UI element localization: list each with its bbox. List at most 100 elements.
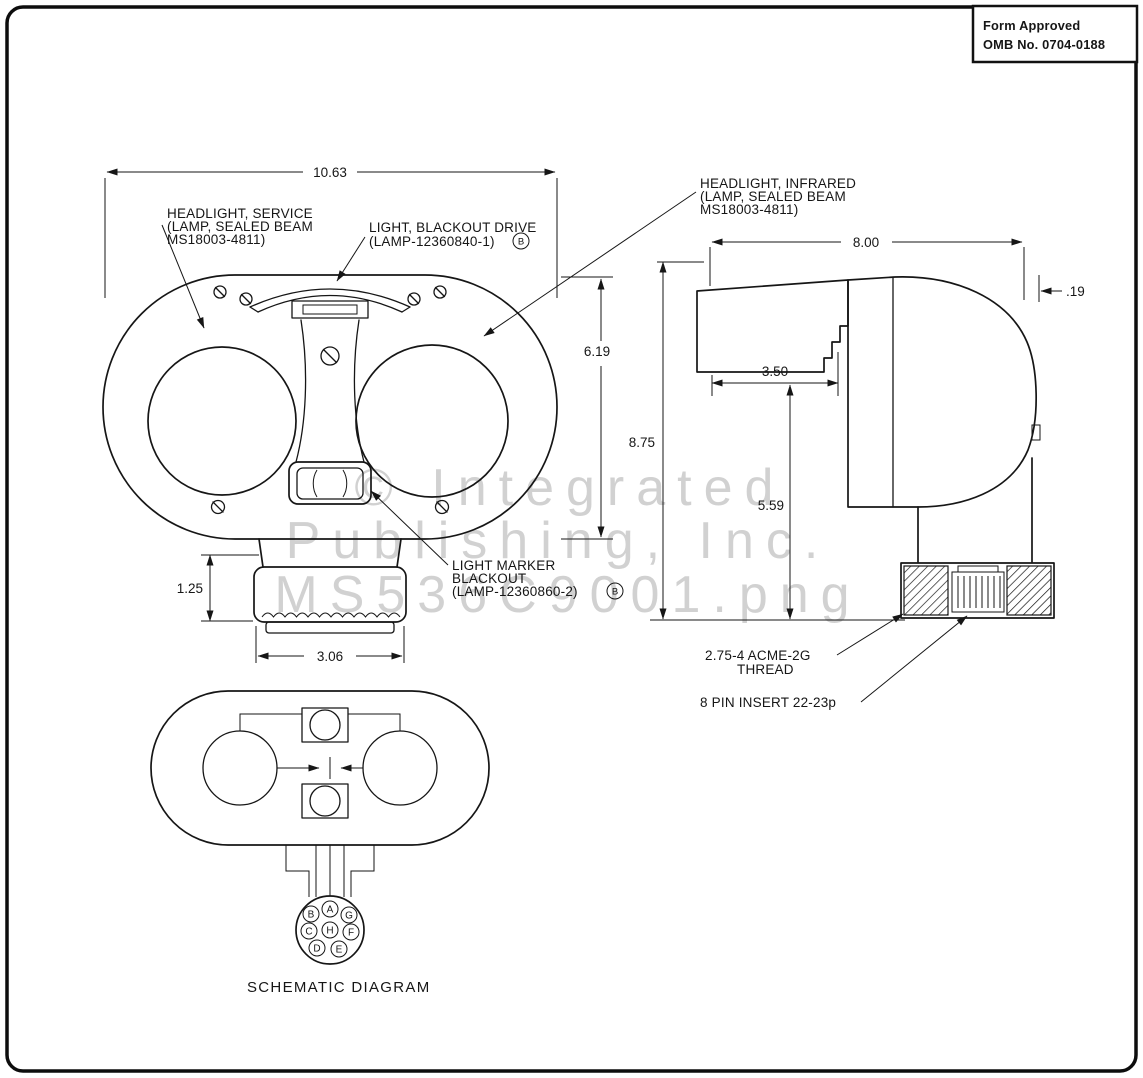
- pin-g-letter: G: [345, 911, 353, 922]
- thread-hatch-right: [1006, 565, 1052, 616]
- mounting-nut: [900, 562, 1055, 619]
- marker-circled-b-letter: B: [612, 587, 618, 598]
- mounting-pad: [253, 538, 407, 634]
- infrared-headlight-label: HEADLIGHT, INFRARED (LAMP, SEALED BEAM M…: [483, 176, 856, 337]
- schematic-body-outline: [150, 690, 490, 846]
- pin-d-letter: D: [313, 944, 320, 955]
- side-hood-outline: [696, 279, 849, 373]
- schematic-connector: A B G C H F D E: [295, 895, 365, 965]
- schematic-wiring: [239, 713, 401, 897]
- infrared-label-line3: MS18003-4811): [700, 202, 798, 217]
- dim-mount-height-value: 1.25: [177, 581, 203, 596]
- blackout-drive-label-line2: (LAMP-12360840-1): [369, 234, 495, 249]
- acme-thread-label: 2.75-4 ACME-2G THREAD: [705, 613, 904, 677]
- blackout-marker-light: [288, 461, 372, 505]
- infrared-leader-line: [483, 191, 697, 337]
- schematic-top-contact: [301, 707, 349, 743]
- pin-b-letter: B: [308, 910, 315, 921]
- infrared-label-line2: (LAMP, SEALED BEAM: [700, 189, 846, 204]
- dimension-hood-depth: 3.50: [711, 352, 839, 396]
- pin-f: [342, 923, 360, 941]
- service-lamp-circle: [147, 346, 297, 496]
- blackout-drive-light: [249, 288, 411, 319]
- dim-side-width-value: 8.00: [853, 235, 879, 250]
- form-approved-line1: Form Approved: [983, 18, 1080, 33]
- pin-insert-label-text: 8 PIN INSERT 22-23p: [700, 695, 836, 710]
- thread-hatch-left: [903, 565, 949, 616]
- pin-a: [321, 900, 339, 918]
- dim-overall-height-value: 6.19: [584, 344, 610, 359]
- front-body-outline: [102, 274, 558, 540]
- schematic-top-lamp: [309, 709, 341, 741]
- schematic-bottom-lamp: [309, 785, 341, 817]
- dim-side-height-value: 8.75: [629, 435, 655, 450]
- pin-insert-leader-line: [860, 615, 968, 703]
- schematic-view: A B G C H F D E SCHEMATIC DIAGRAM: [150, 690, 490, 996]
- form-approved-line2: OMB No. 0704-0188: [983, 37, 1105, 52]
- pin-h-letter: H: [326, 926, 333, 937]
- dimension-overall-width: 10.63: [104, 165, 558, 298]
- dimension-lip-offset: .19: [1038, 275, 1085, 302]
- pin-insert-contacts: [957, 576, 1001, 608]
- marker-label-line1: LIGHT MARKER: [452, 558, 555, 573]
- schematic-left-lamp: [202, 730, 278, 806]
- blackout-drive-leader-line: [336, 236, 366, 282]
- schematic-bottom-contact: [301, 783, 349, 819]
- watermark-line2: Publishing, Inc.: [286, 512, 831, 570]
- dimension-body-height: 5.59: [758, 384, 794, 620]
- dim-body-height-value: 5.59: [758, 498, 784, 513]
- dimension-side-width: 8.00: [709, 235, 1025, 300]
- dim-overall-width-value: 10.63: [313, 165, 347, 180]
- marker-leader-line: [370, 490, 449, 566]
- acme-thread-leader-line: [836, 613, 904, 656]
- blackout-drive-circled-b: [512, 232, 530, 250]
- form-approved-frame: [971, 4, 1139, 64]
- pin-d: [308, 939, 326, 957]
- pin-g: [340, 906, 358, 924]
- acme-thread-label-line2: THREAD: [737, 662, 794, 677]
- blackout-drive-label-line1: LIGHT, BLACKOUT DRIVE: [369, 220, 537, 235]
- schematic-title: SCHEMATIC DIAGRAM: [247, 979, 431, 996]
- screw-symbols: [210, 285, 450, 515]
- marker-label-line3: (LAMP-12360860-2): [452, 584, 578, 599]
- dim-lip-offset-value: .19: [1066, 284, 1085, 299]
- watermark-line1: © Integrated: [355, 459, 786, 517]
- pin-f-letter: F: [348, 928, 354, 939]
- dim-hood-depth-value: 3.50: [762, 364, 788, 379]
- service-label-line1: HEADLIGHT, SERVICE: [167, 206, 313, 221]
- pin-b: [302, 905, 320, 923]
- marker-blackout-label: LIGHT MARKER BLACKOUT (LAMP-12360860-2) …: [370, 490, 624, 600]
- acme-thread-label-line1: 2.75-4 ACME-2G: [705, 648, 811, 663]
- dim-mount-width-value: 3.06: [317, 649, 343, 664]
- pin-c-letter: C: [305, 927, 312, 938]
- watermark-line3: MS536C9001.png: [274, 566, 861, 624]
- form-approved-box: Form Approved OMB No. 0704-0188: [971, 4, 1139, 64]
- service-headlight-label: HEADLIGHT, SERVICE (LAMP, SEALED BEAM MS…: [161, 206, 313, 329]
- dimension-overall-height: 6.19: [561, 276, 613, 540]
- side-body-outline: [847, 276, 1038, 508]
- infrared-label-line1: HEADLIGHT, INFRARED: [700, 176, 856, 191]
- service-leader-line: [161, 224, 205, 329]
- pin-insert-outline: [951, 571, 1005, 613]
- dimension-side-height: 8.75: [629, 261, 905, 621]
- dimension-mount-height: 1.25: [177, 554, 259, 622]
- pin-e-letter: E: [336, 945, 343, 956]
- watermark: © Integrated Publishing, Inc. MS536C9001…: [274, 459, 861, 624]
- front-view: 10.63 6.19 1.25 3.06 HEADLIGHT, SERVIC: [102, 165, 856, 664]
- page-border: [5, 5, 1138, 1073]
- marker-circled-b: [606, 582, 624, 600]
- pin-h: [321, 921, 339, 939]
- blackout-drive-label: LIGHT, BLACKOUT DRIVE (LAMP-12360840-1) …: [336, 220, 537, 282]
- service-label-line3: MS18003-4811): [167, 232, 265, 247]
- side-view: 8.00 .19 3.50 8.75 5.59 2.75-4: [629, 235, 1085, 710]
- pin-insert-label: 8 PIN INSERT 22-23p: [700, 615, 968, 710]
- blackout-drive-circled-b-letter: B: [518, 237, 524, 248]
- pin-a-letter: A: [327, 905, 334, 916]
- dimension-mount-width: 3.06: [255, 626, 405, 664]
- center-divider-right: [353, 319, 365, 463]
- schematic-right-lamp: [362, 730, 438, 806]
- side-body-clip: [1031, 424, 1041, 441]
- center-divider-left: [295, 319, 307, 463]
